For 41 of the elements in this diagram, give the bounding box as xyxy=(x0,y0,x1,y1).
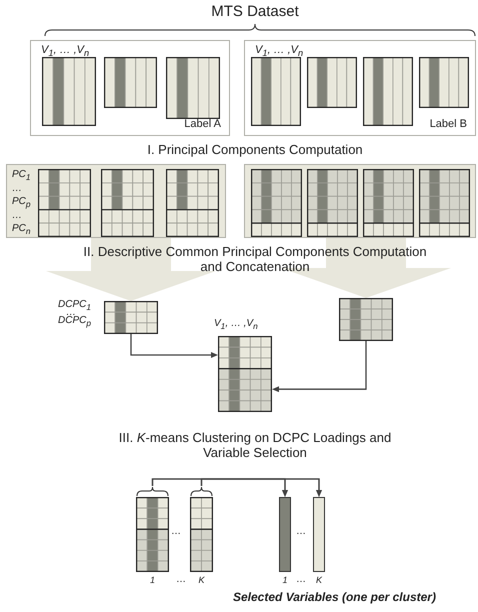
index-label: 1 xyxy=(282,575,288,586)
variable-label: V$_{1}$, … ,V$_{n}$ xyxy=(214,318,258,332)
ellipsis: … xyxy=(296,526,306,538)
cluster-matrix xyxy=(190,486,213,572)
step-heading: I. Principal Components Computation xyxy=(147,143,363,158)
dataset-heading: MTS Dataset xyxy=(211,3,299,20)
arrow xyxy=(200,478,322,497)
index-label: 1 xyxy=(150,575,155,586)
row-label: … xyxy=(12,210,22,222)
dataset-panel xyxy=(244,40,476,136)
ellipsis: … xyxy=(176,574,186,586)
row-label: … xyxy=(12,182,22,195)
class-label: Label B xyxy=(430,118,467,131)
arrow xyxy=(272,341,367,392)
matrix xyxy=(218,336,272,412)
row-label: PC$_{n}$ xyxy=(12,223,31,238)
class-label: Label A xyxy=(184,118,221,131)
step-heading: III. K-means Clustering on DCPC Loadings and Variable Selection xyxy=(118,431,392,461)
row-label: PC$_{p}$ xyxy=(12,196,31,210)
index-label: K xyxy=(316,575,322,586)
components-panel xyxy=(6,164,226,238)
arrow xyxy=(130,334,218,358)
dataset-panel xyxy=(30,40,230,136)
row-label: DCPC$_{1}$ xyxy=(58,299,91,313)
matrix xyxy=(104,301,158,334)
variable-label: V$_{1}$, … ,V$_{n}$ xyxy=(41,44,90,59)
ellipsis: … xyxy=(171,526,181,538)
row-label: DCPC$_{p}$ xyxy=(58,315,91,329)
chevron-arrow xyxy=(281,238,451,298)
matrix xyxy=(339,298,393,341)
step-heading: II. Descriptive Common Principal Components Computation and Concatenation xyxy=(82,245,428,275)
row-label: PC$_{1}$ xyxy=(12,169,31,183)
cluster-matrix xyxy=(136,486,169,572)
components-panel xyxy=(244,164,476,238)
variable-label: V$_{1}$, … ,V$_{n}$ xyxy=(255,44,304,59)
variable-bar xyxy=(279,497,291,572)
selected-variables-caption: Selected Variables (one per cluster) xyxy=(233,591,436,605)
chevron-arrow xyxy=(46,238,216,301)
index-label: K xyxy=(198,575,204,586)
variable-bar xyxy=(313,497,325,572)
ellipsis: … xyxy=(296,574,306,586)
